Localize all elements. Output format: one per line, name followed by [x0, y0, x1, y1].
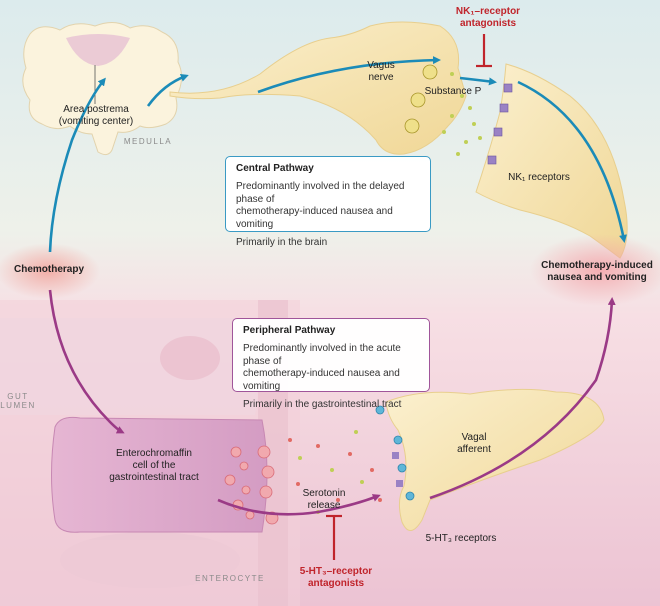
vagal-afferent-line2: afferent	[457, 443, 491, 455]
peripheral-pathway-desc: Predominantly involved in the acute phas…	[243, 343, 419, 393]
vagus-nerve-label: Vagus nerve	[356, 60, 406, 84]
gut-lumen-line1: GUT	[7, 392, 29, 401]
central-pathway-title: Central Pathway	[236, 163, 314, 174]
medulla-to-vagus-arrow	[146, 73, 189, 107]
peripheral-pathway-box: Peripheral Pathway Predominantly involve…	[232, 318, 430, 410]
5ht3-antagonists-line2: antagonists	[307, 577, 365, 589]
chemo-to-medulla-arrow	[48, 77, 106, 253]
substance-p-molecules	[442, 72, 482, 156]
gut-lumen-line2: LUMEN	[0, 401, 36, 411]
vagus-nerve-shape	[169, 21, 467, 155]
enterochromaffin-line2: cell of the	[132, 459, 176, 471]
area-postrema-label: Area postrema (vomiting center)	[38, 104, 154, 128]
area-postrema-region	[66, 34, 130, 66]
outcome-line1: Chemotherapy-induced	[541, 260, 653, 271]
peripheral-pathway-location: Primarily in the gastrointestinal tract	[243, 399, 402, 410]
nk1-receptors-label: NK₁ receptors	[508, 172, 570, 183]
area-postrema-line1: Area postrema	[63, 104, 129, 115]
substance-p-label: Substance P	[424, 86, 482, 97]
chemotherapy-glow	[0, 243, 100, 299]
peripheral-pathway-title: Peripheral Pathway	[243, 325, 336, 336]
central-pathway-line1: Predominantly involved in the delayed ph…	[236, 181, 405, 205]
enterocyte-label: ENTEROCYTE	[195, 574, 265, 583]
chemotherapy-label: Chemotherapy	[13, 264, 84, 275]
vagal-afferent-line1: Vagal	[461, 432, 487, 443]
vagus-nerve-line2: nerve	[368, 71, 394, 83]
nk1-antagonists-line2: antagonists	[459, 17, 517, 29]
5ht3-antagonists-line1: 5-HT₃–receptor	[299, 566, 373, 577]
vagal-afferent-label: Vagal afferent	[446, 432, 502, 456]
5ht3-receptors-markers	[375, 405, 415, 501]
central-pathway-desc: Predominantly involved in the delayed ph…	[236, 181, 420, 231]
vagal-afferent-purple-receptors	[392, 452, 403, 487]
nk1-antagonists-line1: NK₁–receptor	[455, 6, 521, 17]
gut-lumen-label: GUT LUMEN	[0, 392, 36, 411]
enterochromaffin-line1: Enterochromaffin	[116, 448, 192, 459]
outcome-glow	[530, 234, 660, 306]
5ht3-antagonists-label: 5-HT₃–receptor antagonists	[284, 566, 388, 590]
serotonin-line1: Serotonin	[302, 488, 346, 499]
medulla-label: MEDULLA	[123, 137, 173, 146]
serotonin-label: Serotonin release	[292, 488, 356, 512]
gut-to-afferent-arrow	[217, 494, 381, 516]
nk1-antagonist-blocker	[476, 34, 492, 68]
area-postrema-line2: (vomiting center)	[58, 115, 134, 127]
central-pathway-location: Primarily in the brain	[236, 237, 328, 248]
outcome-label: Chemotherapy-induced nausea and vomiting	[536, 260, 658, 284]
central-to-outcome-arrow	[517, 80, 627, 243]
central-pathway-box: Central Pathway Predominantly involved i…	[225, 156, 431, 248]
enterochromaffin-line3: gastrointestinal tract	[109, 471, 199, 483]
central-pathway-line2: chemotherapy-induced nausea and vomiting	[236, 206, 393, 230]
vagus-nerve-line1: Vagus	[367, 60, 395, 71]
peripheral-pathway-line2: chemotherapy-induced nausea and vomiting	[243, 368, 400, 392]
enterochromaffin-granules	[224, 445, 279, 525]
peripheral-pathway-line1: Predominantly involved in the acute phas…	[243, 343, 401, 367]
synapse-arrow	[459, 76, 497, 86]
serotonin-line2: release	[307, 499, 341, 511]
vagus-internal-arrow	[257, 56, 441, 94]
enterochromaffin-cell	[51, 416, 268, 533]
afferent-to-outcome-arrow	[429, 297, 616, 500]
enterochromaffin-label: Enterochromaffin cell of the gastrointes…	[94, 448, 214, 483]
outcome-line2: nausea and vomiting	[547, 271, 647, 283]
nk1-receptors-markers	[487, 83, 513, 165]
5ht3-antagonist-blocker	[326, 514, 342, 560]
nk1-antagonists-label: NK₁–receptor antagonists	[440, 6, 536, 30]
5ht3-receptors-label: 5-HT₃ receptors	[425, 533, 497, 544]
vagus-vesicles	[404, 64, 438, 134]
medulla	[22, 22, 182, 156]
chemo-to-gut-arrow	[48, 289, 125, 434]
